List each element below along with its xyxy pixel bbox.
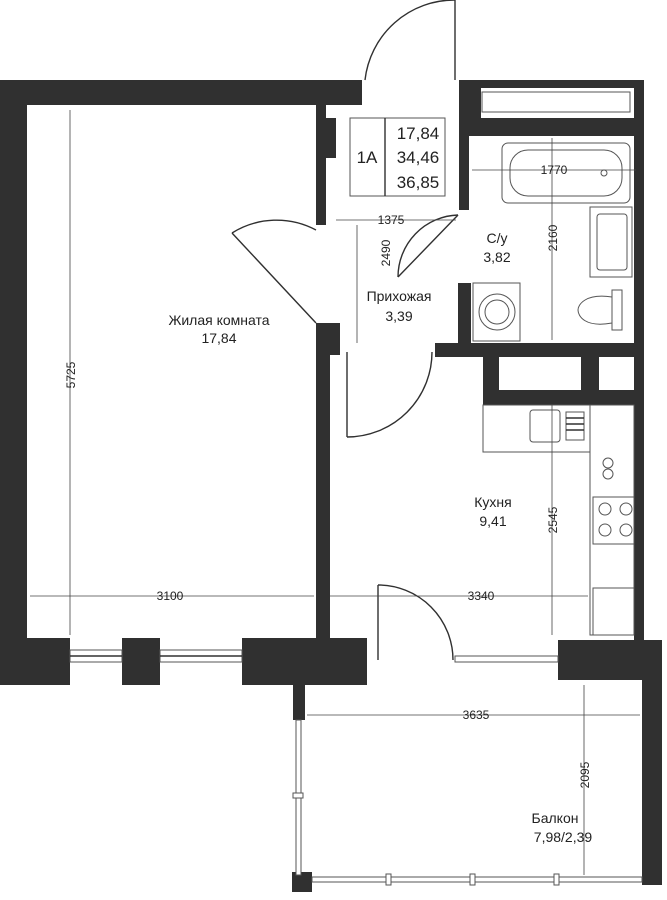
sink-icon — [589, 206, 633, 278]
kitchen-sink-icon — [529, 409, 585, 443]
hallway-area: 3,39 — [385, 308, 412, 324]
dim-hall-depth: 2490 — [379, 239, 393, 266]
door-swing-icon — [364, 0, 456, 81]
door-swing-icon — [346, 351, 433, 438]
apartment-type: 1А — [357, 148, 378, 167]
door-swing-icon — [377, 584, 454, 661]
dimension-labels: 5725 3100 3340 2545 2490 1375 1770 2160 … — [64, 163, 592, 788]
dim-bath-width: 1770 — [541, 163, 568, 177]
windows — [69, 91, 643, 886]
room-labels: Жилая комната 17,84 Прихожая 3,39 С/у 3,… — [168, 230, 592, 845]
kitchen-name: Кухня — [474, 494, 511, 510]
balcony-area: 7,98/2,39 — [534, 829, 593, 845]
dim-balcony-width: 3635 — [463, 708, 490, 722]
dim-hall-width: 1375 — [378, 213, 405, 227]
dim-kitchen-width: 3340 — [468, 589, 495, 603]
dim-living-width: 3100 — [157, 589, 184, 603]
bathroom-name: С/у — [487, 230, 508, 246]
living-room-name: Жилая комната — [168, 312, 269, 328]
washing-machine-icon — [472, 282, 521, 342]
door-swing-icon — [231, 219, 317, 324]
doors — [231, 0, 459, 661]
balcony-name: Балкон — [532, 810, 579, 826]
kitchen-area: 9,41 — [479, 513, 506, 529]
bathroom-area: 3,82 — [483, 249, 510, 265]
dim-balcony-depth: 2095 — [578, 761, 592, 788]
bathtub-icon — [501, 142, 631, 204]
hallway-name: Прихожая — [367, 288, 432, 304]
dim-bath-depth: 2160 — [546, 224, 560, 251]
dim-kitchen-depth: 2545 — [546, 506, 560, 533]
area-with-balcony: 36,85 — [397, 173, 440, 192]
door-swing-icon — [397, 214, 459, 278]
toilet-icon — [577, 289, 623, 331]
dimension-lines — [30, 110, 640, 875]
dim-living-height: 5725 — [64, 361, 78, 388]
area-living: 17,84 — [397, 124, 440, 143]
area-total: 34,46 — [397, 148, 440, 167]
living-room-area: 17,84 — [201, 330, 236, 346]
walls — [0, 80, 662, 892]
stove-icon — [592, 457, 635, 636]
info-box: 1А 17,84 34,46 36,85 — [349, 117, 446, 197]
